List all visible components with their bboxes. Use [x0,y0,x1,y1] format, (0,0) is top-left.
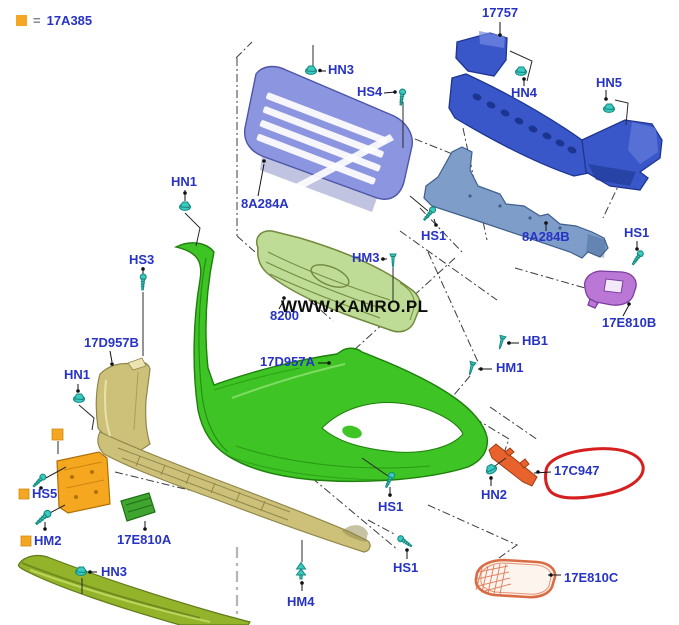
hs1-d-screw-icon [396,534,414,550]
part-17e810c-fog-bezel [474,558,557,599]
label-hs1-a[interactable]: HS1 [421,228,447,243]
label-hm2[interactable]: HM2 [34,533,62,548]
label-hn5[interactable]: HN5 [596,75,623,90]
legend-equals: = [33,13,41,28]
part-17d957a-bumper-cover [173,242,489,483]
hs1-b-screw-icon [629,249,645,267]
part-8a284b-energy-absorber [423,146,609,259]
watermark: WWW.KAMRO.PL [281,297,429,316]
label-hn1-left[interactable]: HN1 [64,367,91,382]
label-8a284b[interactable]: 8A284B [522,229,570,244]
label-hs1-b[interactable]: HS1 [624,225,650,240]
label-17e810a[interactable]: 17E810A [117,532,172,547]
label-17757[interactable]: 17757 [482,5,519,20]
hardware-marker-square [51,428,64,441]
label-hm1[interactable]: HM1 [496,360,524,375]
part-17d957b-valance [95,357,371,553]
label-hm4[interactable]: HM4 [287,594,315,609]
hm2-marker-square [20,535,32,547]
label-hn4[interactable]: HN4 [511,85,538,100]
label-hn2[interactable]: HN2 [481,487,508,502]
hn1-top-nut-icon [179,201,191,211]
hm2-bolt-icon [33,508,53,528]
part-17c947-reflector [488,443,538,487]
label-17e810b[interactable]: 17E810B [602,315,657,330]
label-hn1-top[interactable]: HN1 [171,174,198,189]
hm4-clip-icon [296,562,306,580]
hs5-marker-square [18,488,30,500]
leader-lines [39,22,639,591]
legend-part-number[interactable]: 17A385 [46,13,93,28]
hn1-left-nut-icon [73,393,85,403]
part-lower-lip [17,554,251,625]
hs3-screw-icon [139,273,147,291]
label-hs1-c[interactable]: HS1 [378,499,404,514]
legend: = 17A385 [16,13,92,28]
hn2-nut-icon [483,462,499,477]
part-8a284a-grille-reinforcement [243,65,413,212]
hm1-bolt-icon [466,360,477,377]
label-17d957a[interactable]: 17D957A [260,354,315,369]
part-17e810a-bracket [120,492,156,522]
hn5-nut-icon [603,103,615,113]
highlight-circle [544,447,645,500]
part-17e810b-bracket [584,270,637,309]
part-17a385-bracket [56,451,111,514]
label-17c947[interactable]: 17C947 [554,463,600,478]
hs4-screw-icon [397,88,407,106]
legend-swatch-icon [16,15,27,26]
label-17e810c[interactable]: 17E810C [564,570,619,585]
part-8200-grille [256,230,421,333]
label-8a284a[interactable]: 8A284A [241,196,289,211]
label-hm3[interactable]: HM3 [352,250,380,265]
label-hs1-d[interactable]: HS1 [393,560,419,575]
hm3-bolt-icon [389,253,397,268]
label-hs5[interactable]: HS5 [32,486,58,501]
label-17d957b[interactable]: 17D957B [84,335,139,350]
hn3-top-nut-icon [305,65,317,75]
label-hs3[interactable]: HS3 [129,252,155,267]
part-17757-impact-bar [448,31,663,191]
label-8200[interactable]: 8200 [270,308,299,323]
hn4-nut-icon [515,66,527,76]
label-hn3-bottom[interactable]: HN3 [101,564,128,579]
label-hb1[interactable]: HB1 [522,333,549,348]
label-hs4[interactable]: HS4 [357,84,383,99]
construction-lines [43,45,629,594]
hb1-bolt-icon [496,334,507,351]
label-hn3-top[interactable]: HN3 [328,62,355,77]
